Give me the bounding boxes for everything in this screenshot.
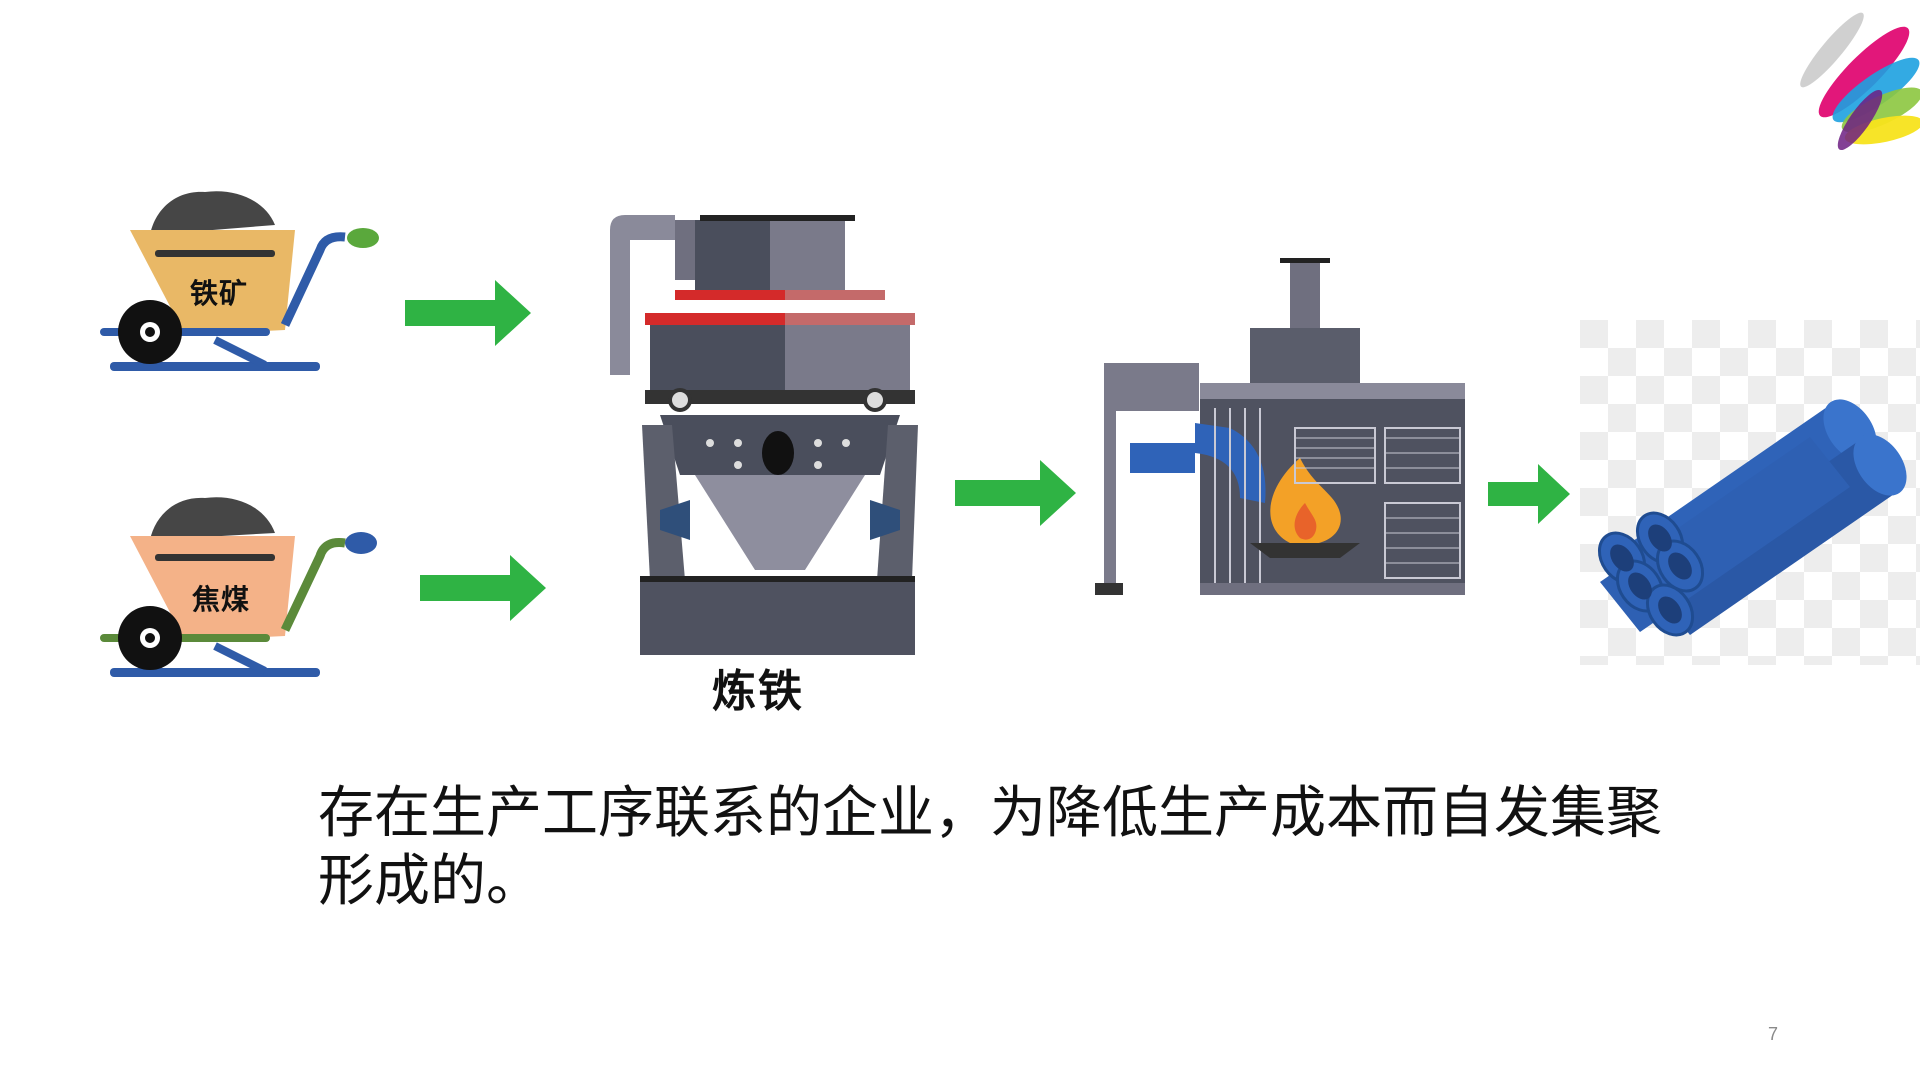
- iron-ore-label: 铁矿: [190, 277, 249, 310]
- page-number: 7: [1768, 1024, 1779, 1044]
- steel-pipes-icon: [1580, 320, 1920, 665]
- arrow-right-icon-2: [420, 555, 546, 621]
- iron-ore-cart-icon: [100, 191, 379, 371]
- arrow-right-icon-4: [1488, 464, 1570, 524]
- steel-furnace-icon: [1095, 258, 1465, 595]
- smelter-machine-icon: [610, 215, 918, 655]
- smelter-label: 炼铁: [712, 666, 804, 717]
- arrow-right-icon-3: [955, 460, 1076, 526]
- arrow-right-icon-1: [405, 280, 531, 346]
- caption-text: 存在生产工序联系的企业，为降低生产成本而自发集聚形成的。: [318, 781, 1662, 914]
- coke-cart-icon: [100, 497, 377, 677]
- brand-logo: [1800, 12, 1920, 151]
- coke-label: 焦煤: [192, 583, 251, 616]
